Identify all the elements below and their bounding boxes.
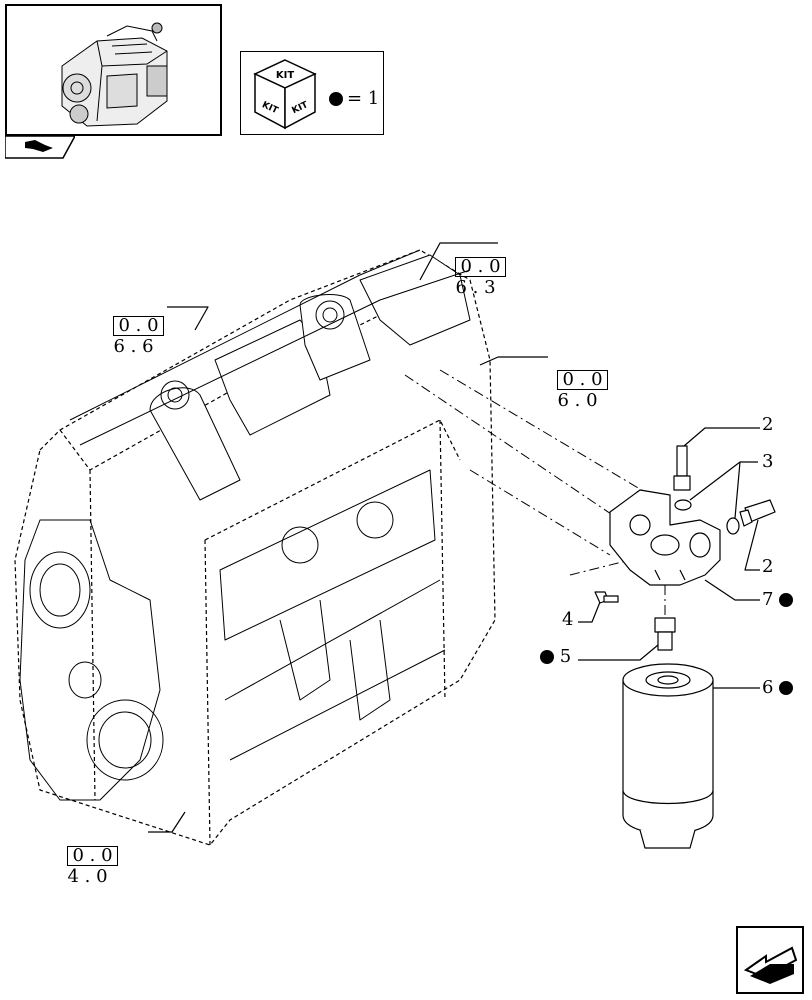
reference-label-4[interactable]: 0 . 0 4 . 0 (56, 824, 118, 887)
nipple-part-5 (654, 617, 676, 651)
block-side-details (219, 469, 446, 761)
kit-dot-icon (329, 92, 343, 106)
reference-suffix: 6 . 3 (455, 277, 496, 298)
callout-5: 5 (540, 646, 571, 667)
projection-lines (404, 369, 666, 615)
engine-thumbnail (5, 4, 222, 136)
callout-number: 7 (762, 589, 774, 610)
thumbnail-tab[interactable] (4, 135, 77, 160)
filter-cartridge-part-6 (622, 663, 714, 849)
callout-3: 3 (762, 451, 774, 472)
fitting-part-2-right (739, 499, 776, 527)
reference-box: 0 . 0 (557, 370, 608, 390)
callout-number: 6 (762, 677, 774, 698)
cylinder-head (69, 249, 471, 501)
o-ring-part-3b (726, 517, 740, 535)
kit-legend: KIT KIT KIT = 1 (240, 51, 384, 135)
callout-2-right: 2 (762, 556, 774, 577)
timing-cover (19, 519, 164, 801)
next-page-arrow-icon (736, 926, 804, 994)
bolt-part-4 (594, 591, 619, 604)
o-ring-part-3 (674, 499, 692, 511)
kit-dot-icon (540, 650, 554, 664)
bolt-part-2-top (673, 445, 691, 491)
kit-equals-text: = 1 (347, 88, 380, 109)
kit-dot-icon (779, 681, 794, 695)
reference-suffix: 4 . 0 (67, 866, 108, 887)
book-icon (4, 135, 77, 159)
reference-label-3[interactable]: 0 . 0 6 . 0 (546, 348, 608, 411)
kit-dot-icon (779, 593, 794, 607)
engine-thumbnail-icon (61, 22, 168, 127)
kit-top-label: KIT (276, 70, 294, 81)
reference-label-1[interactable]: 0 . 0 6 . 3 (444, 235, 506, 298)
reference-box: 0 . 0 (455, 257, 506, 277)
reference-suffix: 6 . 0 (557, 390, 598, 411)
reference-box: 0 . 0 (67, 846, 118, 866)
next-page-button[interactable] (736, 926, 804, 994)
reference-label-2[interactable]: 0 . 0 6 . 6 (102, 294, 164, 357)
reference-box: 0 . 0 (113, 316, 164, 336)
callout-7: 7 (762, 589, 794, 610)
leader-lines (148, 242, 760, 833)
reference-suffix: 6 . 6 (113, 336, 154, 357)
callout-6: 6 (762, 677, 794, 698)
callout-4: 4 (562, 609, 574, 630)
filter-head-part-7 (609, 489, 721, 586)
callout-number: 5 (559, 646, 572, 667)
kit-cube-icon: KIT KIT KIT (253, 59, 317, 130)
callout-2-top: 2 (762, 414, 774, 435)
